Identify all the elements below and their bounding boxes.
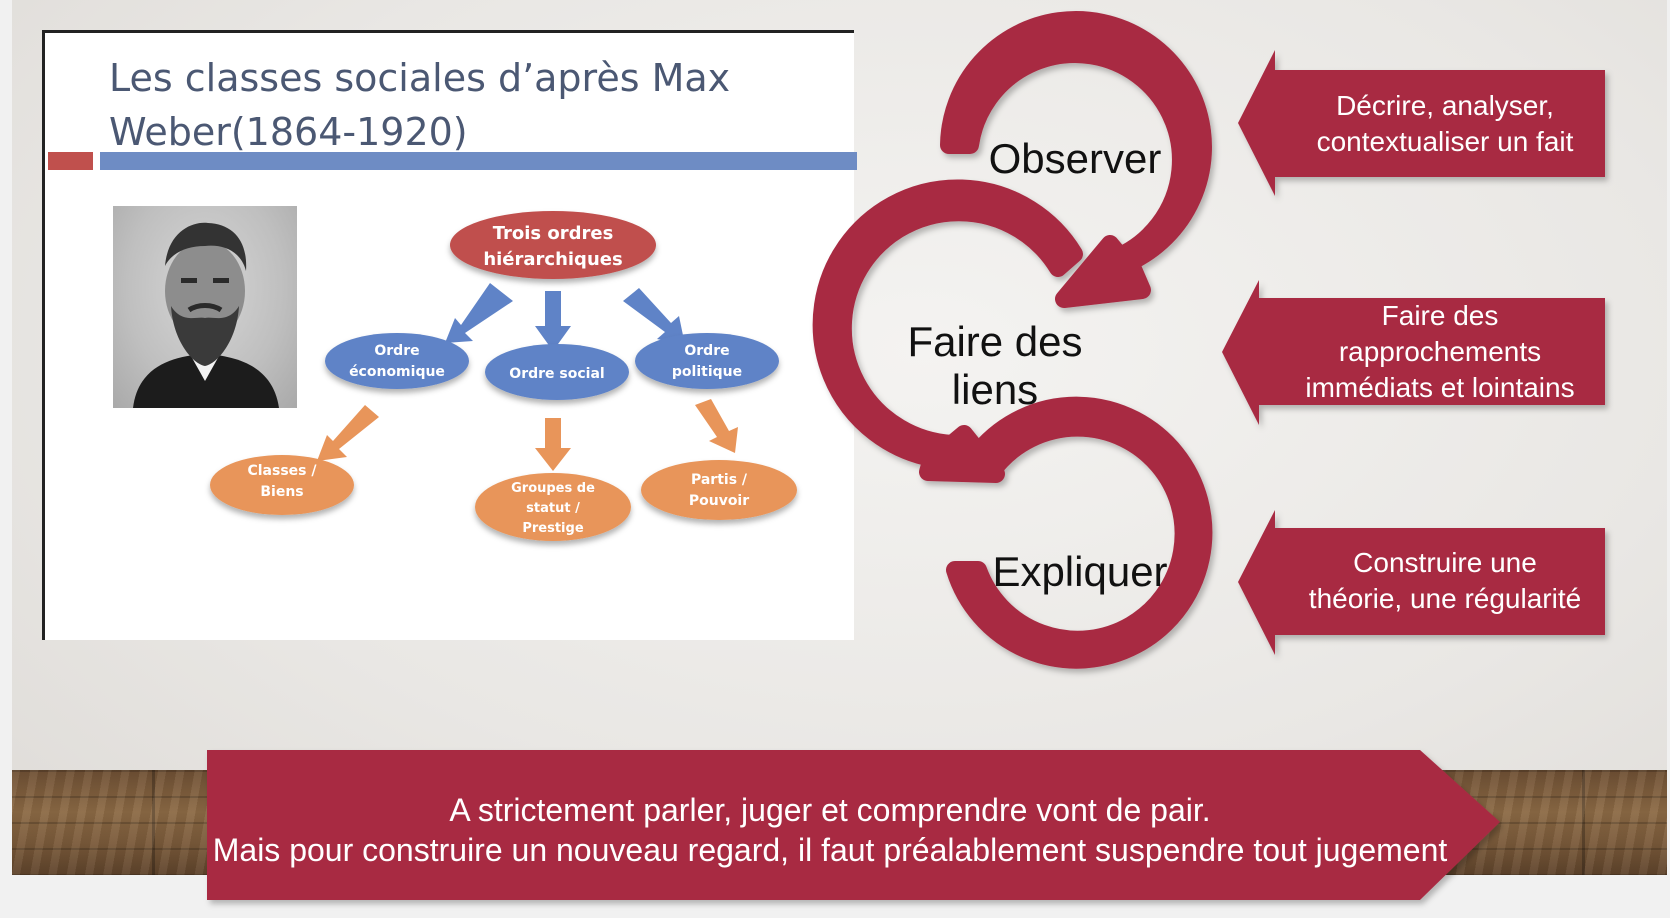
callout-3-text: Construire une théorie, une régularité bbox=[1290, 545, 1600, 617]
callout-1-shape bbox=[1238, 50, 1605, 196]
result-classes-line1: Classes / bbox=[247, 463, 317, 479]
callout-3-line2: théorie, une régularité bbox=[1308, 583, 1582, 614]
root-node bbox=[450, 211, 656, 279]
callout-2-line3: immédiats et lointains bbox=[1305, 372, 1575, 403]
liens-arc bbox=[812, 179, 1083, 483]
order-political-line2: politique bbox=[672, 364, 742, 380]
order-nodes bbox=[325, 333, 779, 400]
callout-2-text: Faire des rapprochements immédiats et lo… bbox=[1275, 298, 1605, 406]
observer-arc bbox=[940, 11, 1212, 308]
embedded-title-line1: Les classes sociales d’après Max bbox=[109, 56, 731, 100]
arrow-to-social bbox=[535, 291, 571, 351]
order-economic-line1: Ordre bbox=[374, 343, 419, 359]
embedded-slide: Les classes sociales d’après Max Weber(1… bbox=[42, 30, 857, 640]
order-political-line1: Ordre bbox=[684, 343, 729, 359]
callout-3-line1: Construire une bbox=[1353, 547, 1537, 578]
result-partis-line1: Partis / bbox=[691, 472, 748, 488]
bottom-banner-text: A strictement parler, juger et comprendr… bbox=[205, 790, 1455, 870]
step-expliquer: Expliquer bbox=[992, 548, 1168, 595]
order-economic-line2: économique bbox=[349, 364, 445, 380]
arrow-to-partis bbox=[695, 399, 738, 453]
root-line1: Trois ordres bbox=[493, 223, 614, 244]
title-rule-bar bbox=[100, 152, 857, 170]
banner-line2: Mais pour construire un nouveau regard, … bbox=[212, 832, 1448, 868]
arrow-to-groupes bbox=[535, 418, 571, 471]
arrow-to-economic bbox=[445, 283, 513, 343]
arrow-to-classes bbox=[317, 405, 379, 461]
step-observer: Observer bbox=[988, 135, 1162, 182]
callout-2-shape bbox=[1222, 280, 1605, 425]
result-groupes-line3: Prestige bbox=[522, 521, 583, 536]
banner-shape bbox=[207, 750, 1500, 900]
step-liens: Faire des liens bbox=[890, 318, 1100, 414]
banner-line1: A strictement parler, juger et comprendr… bbox=[449, 792, 1211, 828]
embedded-slide-title: Les classes sociales d’après Max Weber(1… bbox=[109, 51, 809, 159]
result-nodes bbox=[210, 455, 797, 541]
portrait-figure bbox=[133, 222, 279, 408]
embedded-title-line2: Weber(1864-1920) bbox=[109, 110, 468, 154]
step-liens-line1: Faire des bbox=[907, 318, 1083, 365]
callout-2-line1: Faire des bbox=[1381, 300, 1499, 331]
callout-1-line2: contextualiser un fait bbox=[1316, 126, 1574, 157]
callout-1-line1: Décrire, analyser, bbox=[1336, 90, 1554, 121]
callout-1-text: Décrire, analyser, contextualiser un fai… bbox=[1290, 88, 1600, 160]
order-social-label: Ordre social bbox=[509, 366, 604, 382]
root-line2: hiérarchiques bbox=[483, 249, 622, 270]
title-accent-bar bbox=[48, 152, 93, 170]
result-classes-line2: Biens bbox=[260, 484, 303, 500]
result-partis-line2: Pouvoir bbox=[689, 493, 749, 509]
callout-3-shape bbox=[1238, 510, 1605, 655]
arrow-to-political bbox=[623, 288, 685, 345]
result-groupes-line2: statut / bbox=[526, 501, 580, 516]
expliquer-arc bbox=[946, 396, 1213, 669]
weber-diagram: Trois ordres hiérarchiques Ordre économi… bbox=[210, 211, 797, 541]
result-groupes-line1: Groupes de bbox=[511, 481, 595, 496]
step-liens-line2: liens bbox=[951, 366, 1039, 413]
callout-2-line2: rapprochements bbox=[1338, 336, 1542, 367]
weber-portrait bbox=[113, 206, 297, 408]
